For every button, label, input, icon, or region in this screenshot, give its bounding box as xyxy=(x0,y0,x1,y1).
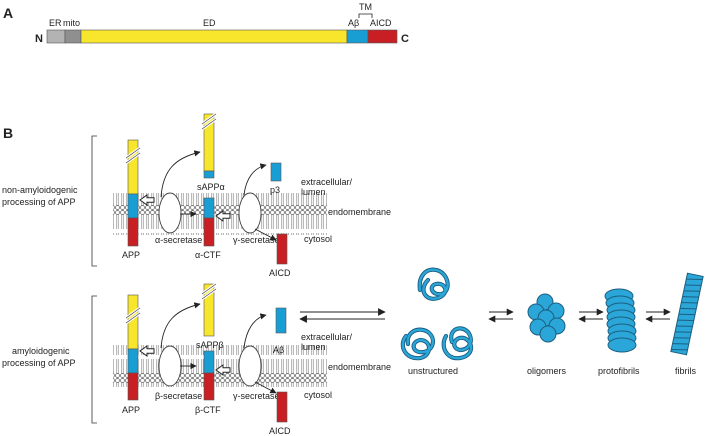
ed-domain xyxy=(80,29,348,44)
c-terminus-label: C xyxy=(401,33,409,45)
ctf-aicd-region xyxy=(203,217,215,247)
ctf-abeta-region xyxy=(203,350,215,374)
panel-b-label: B xyxy=(3,125,13,141)
lumen-label: lumen xyxy=(301,187,326,197)
extracellular-label: extracellular/ xyxy=(301,177,353,187)
unstructured-monomers-highlight xyxy=(401,268,473,360)
break-mark-outline xyxy=(125,307,141,324)
release-arrow xyxy=(160,150,201,198)
secretase2-label: γ-secretase xyxy=(233,235,280,245)
mito-label: mito xyxy=(63,18,80,28)
gamma-secretase-enzyme xyxy=(238,192,262,234)
app-abeta-region xyxy=(127,193,139,219)
break-mark-outline xyxy=(201,283,217,300)
tm-label: TM xyxy=(359,2,372,12)
sapp-tail xyxy=(203,170,215,179)
n-terminus-label: N xyxy=(35,33,43,45)
aicd-label: AICD xyxy=(370,18,392,28)
app-aicd-region xyxy=(127,372,139,401)
protofibril xyxy=(604,288,637,353)
panel-a: A N C ER mito ED Aβ AICD TM xyxy=(3,2,409,45)
app-label: APP xyxy=(122,405,140,415)
abeta-label: Aβ xyxy=(348,18,359,28)
sapp-fragment xyxy=(203,283,215,337)
ctf-abeta-region xyxy=(203,197,215,219)
secretase2-label: γ-secretase xyxy=(233,391,280,401)
pathway-title-line2: processing of APP xyxy=(2,197,76,207)
ctf-aicd-region xyxy=(203,372,215,401)
alpha-secretase-enzyme xyxy=(158,192,182,234)
aicd-fragment xyxy=(276,233,288,265)
pathway-title-line1: amyloidogenic xyxy=(12,346,70,356)
break-mark-outline xyxy=(125,147,141,164)
sapp-label: sAPPβ xyxy=(196,340,224,350)
panel-a-label: A xyxy=(3,5,13,21)
peptide-fragment xyxy=(270,162,282,182)
non-amyloidogenic-pathway: non-amyloidogenic processing of APP APP … xyxy=(2,112,391,278)
release-arrow xyxy=(254,381,277,394)
app-abeta-region xyxy=(127,348,139,374)
secretase1-label: α-secretase xyxy=(155,235,202,245)
lumen-label: lumen xyxy=(301,342,326,352)
break-mark-outline xyxy=(201,113,217,130)
cytosol-label: cytosol xyxy=(304,234,332,244)
bracket xyxy=(91,295,97,424)
bracket xyxy=(91,135,97,267)
unstructured-label: unstructured xyxy=(408,366,458,376)
protofibrils-label: protofibrils xyxy=(598,366,640,376)
release-arrow xyxy=(243,313,267,349)
pathway-title-line2: processing of APP xyxy=(2,358,76,368)
extracellular-label: extracellular/ xyxy=(301,332,353,342)
oligomers-label: oligomers xyxy=(527,366,567,376)
ctf-label: β-CTF xyxy=(195,405,221,415)
aicd-label: AICD xyxy=(269,268,291,278)
pathway-title-line1: non-amyloidogenic xyxy=(2,185,78,195)
abeta-domain xyxy=(346,29,369,44)
amyloidogenic-pathway: amyloidogenic processing of APP APP β-se… xyxy=(2,282,391,436)
peptide-label: Aβ xyxy=(273,345,284,355)
app-ectodomain xyxy=(127,139,139,195)
endomembrane-label: endomembrane xyxy=(328,207,391,217)
aggregation-pathway: unstructured oligomers protofibri xyxy=(299,267,704,376)
aicd-fragment xyxy=(276,391,288,423)
release-arrow xyxy=(254,228,277,241)
sapp-label: sAPPα xyxy=(197,182,225,192)
er-label: ER xyxy=(49,18,62,28)
aicd-label: AICD xyxy=(269,426,291,436)
peptide-label: p3 xyxy=(270,185,280,195)
peptide-fragment xyxy=(275,307,287,334)
gamma-secretase-enzyme xyxy=(238,345,262,387)
release-arrow xyxy=(160,302,201,349)
aicd-domain xyxy=(367,29,398,44)
secretase1-label: β-secretase xyxy=(155,391,202,401)
fibril xyxy=(670,272,704,356)
release-arrow xyxy=(243,163,267,196)
oligomer-cluster xyxy=(527,293,566,343)
er-domain xyxy=(46,29,66,44)
ed-label: ED xyxy=(203,18,216,28)
beta-secretase-enzyme xyxy=(158,345,182,387)
app-aicd-region xyxy=(127,217,139,247)
tm-bracket xyxy=(358,13,373,18)
cytosol-label: cytosol xyxy=(304,390,332,400)
fibrils-label: fibrils xyxy=(675,366,697,376)
ctf-label: α-CTF xyxy=(195,250,221,260)
mito-domain xyxy=(64,29,82,44)
app-label: APP xyxy=(122,250,140,260)
endomembrane-label: endomembrane xyxy=(328,362,391,372)
